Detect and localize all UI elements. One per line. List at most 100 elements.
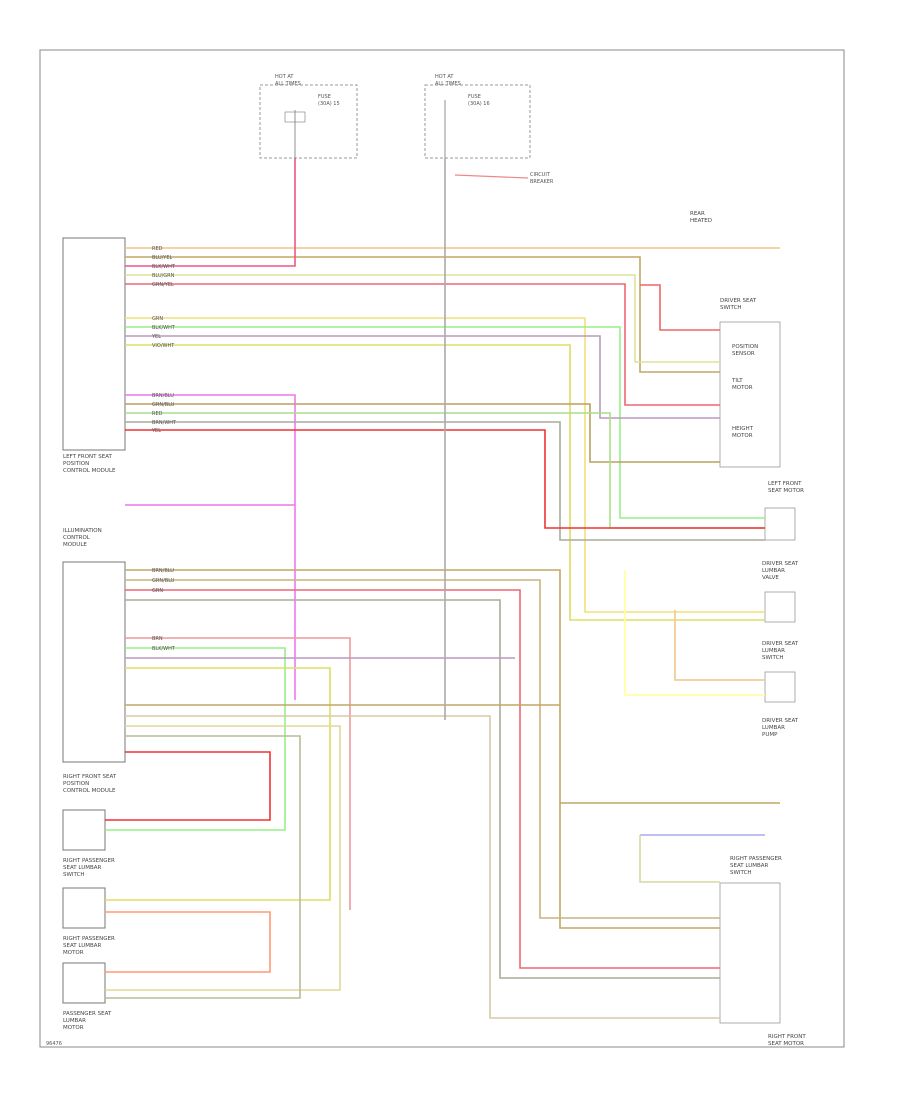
wire-16: [125, 579, 720, 919]
label-driver-switch-a-0: DRIVER SEAT: [720, 298, 757, 304]
label-rp-seat-switch-0: RIGHT PASSENGER: [730, 856, 782, 862]
label-rp-switch-2: SWITCH: [63, 872, 85, 878]
wire-label-10: GRN/BLU: [152, 402, 175, 408]
fuse-right-label-1: FUSE: [468, 94, 481, 100]
label-dr-pump-1: LUMBAR: [762, 725, 785, 731]
wire-6: [125, 326, 765, 519]
wire-label-18: BLK/WHT: [152, 646, 176, 652]
dr-pump-box: [764, 671, 796, 703]
wire-29: [624, 570, 765, 696]
wire-label-17: BRN: [152, 636, 163, 642]
label-dr-pump-0: DRIVER SEAT: [762, 718, 799, 724]
connector-note-2: BREAKER: [530, 179, 554, 185]
fuse-box-right: HOT AT ALL TIMES FUSE (30A) 16: [424, 74, 531, 159]
wire-label-8: VIO/WHT: [152, 343, 175, 349]
label-dr-pump-2: PUMP: [762, 732, 778, 738]
wire-17: [125, 589, 720, 969]
wire-13: [125, 429, 765, 529]
label-left-module-0: LEFT FRONT SEAT: [63, 454, 113, 460]
wire-19: [125, 637, 351, 910]
left-module-box: [62, 237, 126, 451]
wire-label-11: RED: [152, 411, 163, 417]
wire-label-13: YEL: [151, 428, 161, 434]
label-lf-motor-0: LEFT FRONT: [768, 481, 802, 487]
wire-25: [105, 725, 341, 991]
rf-motor-box: [719, 882, 781, 1024]
wire-20: [105, 647, 286, 831]
label-tilt-motor-0: TILT: [731, 378, 743, 384]
label-pass-motor-1: LUMBAR: [63, 1018, 86, 1024]
label-rp-switch-1: SEAT LUMBAR: [63, 865, 102, 871]
wire-4: [125, 283, 720, 406]
label-rp-switch-0: RIGHT PASSENGER: [63, 858, 115, 864]
wire-label-9: BRN/BLU: [152, 393, 174, 399]
fuse-left-label-1: FUSE: [318, 94, 331, 100]
fuse-box-left: HOT AT ALL TIMES FUSE (30A) 15: [259, 74, 358, 159]
wire-7: [125, 335, 720, 419]
label-dr-valve-2: VALVE: [762, 575, 779, 581]
label-rp-motor-0: RIGHT PASSENGER: [63, 936, 115, 942]
dr-switch-box: [764, 591, 796, 623]
label-rf-motor-0: RIGHT FRONT: [768, 1034, 806, 1040]
dr-valve-box: [764, 507, 796, 541]
wire-label-14: BRN/BLU: [152, 568, 174, 574]
wire-label-16: GRN: [152, 588, 163, 594]
rp-motor-box: [62, 887, 106, 929]
wire-28: [105, 911, 271, 973]
label-rear-ref-0: REAR: [690, 211, 705, 217]
diagram-frame: [39, 49, 845, 1048]
label-right-module-1: POSITION: [63, 781, 89, 787]
label-tilt-motor-1: MOTOR: [732, 385, 753, 391]
label-position-sensor-1: SENSOR: [732, 351, 755, 357]
label-dr-valve-0: DRIVER SEAT: [762, 561, 799, 567]
wire-label-1: BLU/YEL: [152, 255, 173, 261]
wire-label-2: BLK/WHT: [152, 264, 176, 270]
wire-label-0: RED: [152, 246, 163, 252]
pass-motor-box: [62, 962, 106, 1004]
wire-label-4: GRN/YEL: [152, 282, 174, 288]
wire-12: [125, 421, 765, 541]
connector-note-1: CIRCUIT: [530, 172, 551, 178]
fuse-right-label-2: (30A) 16: [468, 101, 490, 107]
wire-9: [125, 394, 296, 700]
label-rp-motor-2: MOTOR: [63, 950, 84, 956]
label-rf-motor-1: SEAT MOTOR: [768, 1041, 804, 1047]
label-height-motor-1: MOTOR: [732, 433, 753, 439]
label-dr-valve-1: LUMBAR: [762, 568, 785, 574]
label-right-module-0: RIGHT FRONT SEAT: [63, 774, 117, 780]
wires: [105, 158, 780, 1019]
label-left-module-1: POSITION: [63, 461, 89, 467]
wire-22: [105, 667, 331, 901]
wire-label-5: GRN: [152, 316, 163, 322]
wire-label-3: BLU/GRN: [152, 273, 175, 279]
label-rp-seat-switch-2: SWITCH: [730, 870, 752, 876]
label-rear-ref-1: HEATED: [690, 218, 712, 224]
wire-3: [125, 274, 720, 363]
label-dr-switch-2: SWITCH: [762, 655, 784, 661]
fuse-right-header-2: ALL TIMES: [435, 81, 461, 87]
wire-8: [125, 344, 765, 621]
label-lf-motor-1: SEAT MOTOR: [768, 488, 804, 494]
label-rp-seat-switch-1: SEAT LUMBAR: [730, 863, 769, 869]
wire-2: [125, 158, 296, 267]
label-left-module-2: CONTROL MODULE: [63, 468, 116, 474]
label-pass-motor-0: PASSENGER SEAT: [63, 1011, 112, 1017]
label-ilu-module-1: CONTROL: [63, 535, 91, 541]
lf-motor-box: [719, 321, 781, 468]
label-ilu-module-0: ILLUMINATION: [63, 528, 102, 534]
label-pass-motor-2: MOTOR: [63, 1025, 84, 1031]
label-dr-switch-1: LUMBAR: [762, 648, 785, 654]
wire-label-15: GRN/BLU: [152, 578, 175, 584]
wire-27: [105, 751, 271, 821]
fuse-left-header-2: ALL TIMES: [275, 81, 301, 87]
wire-30: [674, 610, 765, 681]
label-position-sensor-0: POSITION: [732, 344, 758, 350]
wire-10: [125, 403, 720, 463]
wire-33: [639, 835, 720, 883]
label-ilu-module-2: MODULE: [63, 542, 87, 548]
breaker-wire: [454, 174, 529, 179]
wire-18: [125, 599, 720, 979]
wire-label-6: BLK/WHT: [152, 325, 176, 331]
